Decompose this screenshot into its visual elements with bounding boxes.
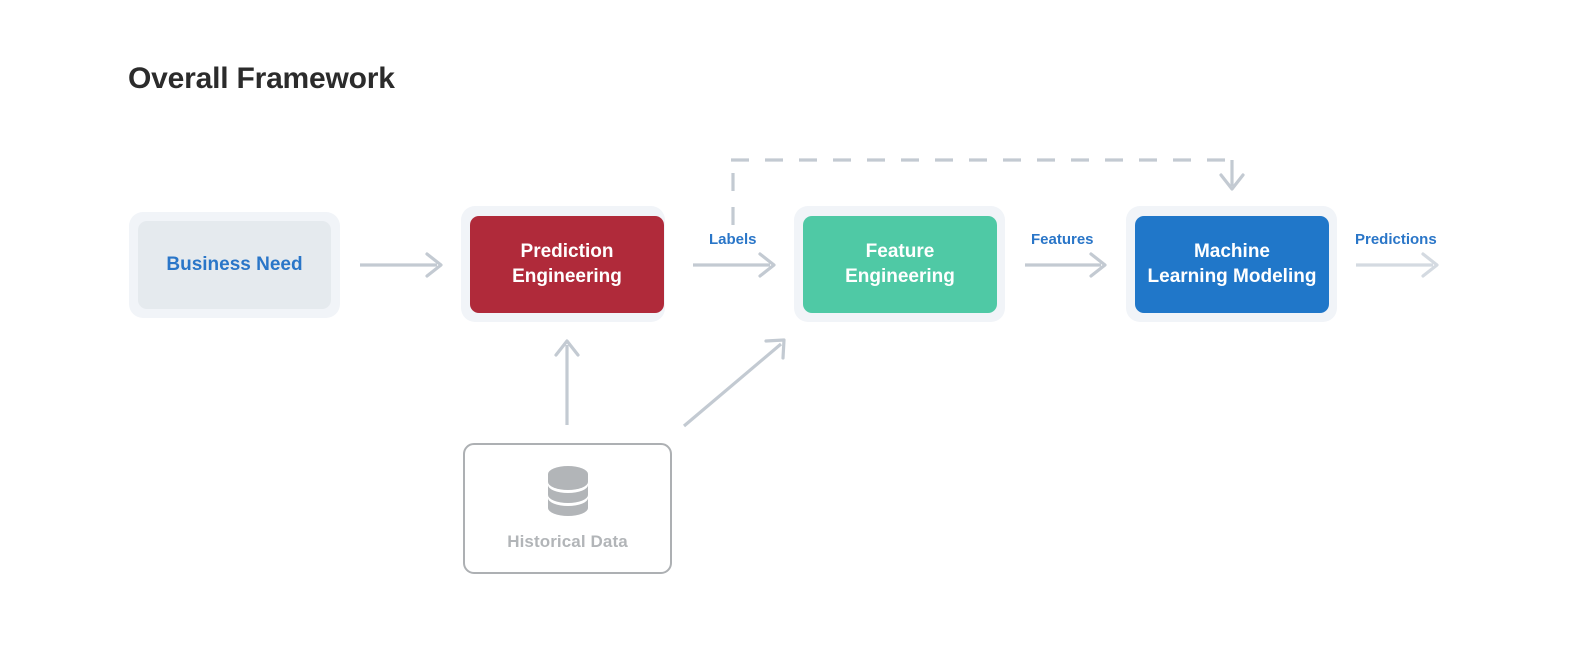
stage-label-business-need: Business Need <box>166 253 303 275</box>
data-source-card-historical-data[interactable]: Historical Data <box>463 443 672 574</box>
stage-label-machine-learning-modeling-line2: Learning Modeling <box>1147 265 1317 287</box>
arrow-feature-engineering-to-machine-learning-modeling <box>1025 252 1107 278</box>
stage-box-prediction-engineering[interactable]: Prediction Engineering <box>470 216 664 313</box>
arrow-historical-data-to-prediction-engineering <box>554 339 580 425</box>
stage-box-feature-engineering[interactable]: Feature Engineering <box>803 216 997 313</box>
database-icon <box>547 466 588 516</box>
stage-label-machine-learning-modeling-line1: Machine <box>1193 241 1270 263</box>
edge-label-features: Features <box>1031 231 1094 248</box>
stage-label-prediction-engineering-line2: Engineering <box>512 265 622 287</box>
stage-box-machine-learning-modeling[interactable]: Machine Learning Modeling <box>1135 216 1329 313</box>
data-source-label: Historical Data <box>507 532 628 551</box>
edge-label-labels: Labels <box>709 231 757 248</box>
arrow-historical-data-to-feature-engineering <box>682 338 786 428</box>
page-title: Overall Framework <box>128 62 395 95</box>
arrow-prediction-engineering-to-feature-engineering <box>693 252 776 278</box>
stage-box-business-need[interactable]: Business Need <box>138 221 331 309</box>
stage-label-feature-engineering-line2: Engineering <box>845 265 955 287</box>
stage-label-prediction-engineering-line1: Prediction <box>520 241 614 263</box>
stage-label-feature-engineering-line1: Feature <box>865 241 935 263</box>
arrow-machine-learning-modeling-to-predictions <box>1356 252 1439 278</box>
edge-label-predictions: Predictions <box>1355 231 1437 248</box>
arrow-business-need-to-prediction-engineering <box>360 252 443 278</box>
